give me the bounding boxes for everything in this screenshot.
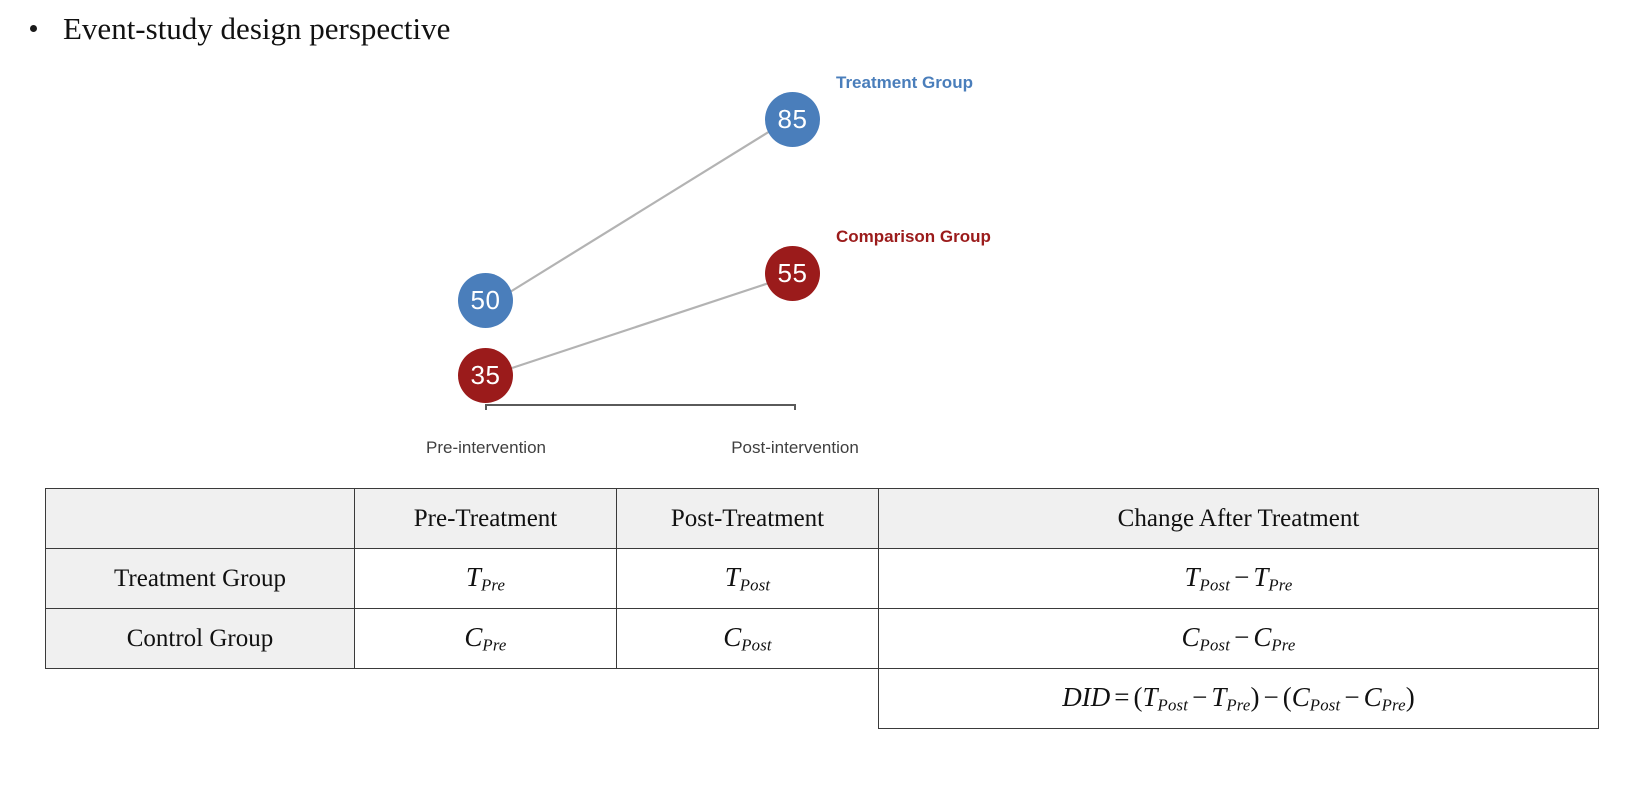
legend-comparison-group: Comparison Group — [836, 227, 991, 246]
math-did-formula: DID=(TPost−TPre)−(CPost−CPre) — [1062, 681, 1415, 715]
cell-control-post: CPost — [616, 608, 879, 669]
node-treatment-post-value: 85 — [777, 104, 808, 134]
table-header-change-after-treatment: Change After Treatment — [878, 488, 1599, 549]
row-label-treatment-group: Treatment Group — [45, 548, 355, 609]
math-control-change: CPost−CPre — [1181, 621, 1296, 655]
table-did-row: DID=(TPost−TPre)−(CPost−CPre) — [45, 668, 1599, 729]
table-header-corner — [45, 488, 355, 549]
math-treatment-post: TPost — [724, 561, 771, 595]
bullet-point-icon — [30, 25, 37, 32]
math-treatment-change: TPost−TPre — [1184, 561, 1293, 595]
chart-connectors — [485, 127, 796, 410]
treatment-connector-line — [509, 127, 776, 293]
comparison-connector-line — [511, 280, 773, 370]
table-row: Treatment Group TPre TPost TPost−TPre — [45, 548, 1599, 609]
axis-bracket — [485, 404, 796, 410]
math-control-pre: CPre — [464, 621, 507, 655]
table-row: Control Group CPre CPost CPost−CPre — [45, 608, 1599, 669]
node-comparison-post-value: 55 — [777, 258, 808, 288]
did-row-spacer-2 — [354, 668, 617, 729]
axis-label-pre-intervention: Pre-intervention — [425, 438, 546, 457]
cell-control-change: CPost−CPre — [878, 608, 1599, 669]
cell-treatment-change: TPost−TPre — [878, 548, 1599, 609]
node-comparison-pre: 35 — [458, 348, 513, 403]
cell-did-formula: DID=(TPost−TPre)−(CPost−CPre) — [878, 668, 1599, 729]
axis-label-post-intervention: Post-intervention — [731, 438, 859, 457]
math-treatment-pre: TPre — [465, 561, 506, 595]
did-row-spacer-3 — [616, 668, 879, 729]
row-label-control-group: Control Group — [45, 608, 355, 669]
node-treatment-post: 85 — [765, 92, 820, 147]
did-row-spacer-1 — [45, 668, 355, 729]
cell-treatment-pre: TPre — [354, 548, 617, 609]
table-header-post-treatment: Post-Treatment — [616, 488, 879, 549]
cell-control-pre: CPre — [354, 608, 617, 669]
legend-treatment-group: Treatment Group — [836, 73, 973, 92]
bullet-heading: Event-study design perspective — [30, 11, 451, 46]
cell-treatment-post: TPost — [616, 548, 879, 609]
math-control-post: CPost — [723, 621, 772, 655]
node-comparison-pre-value: 35 — [470, 360, 501, 390]
bullet-text: Event-study design perspective — [63, 11, 451, 46]
table-header-pre-treatment: Pre-Treatment — [354, 488, 617, 549]
node-comparison-post: 55 — [765, 246, 820, 301]
node-treatment-pre-value: 50 — [470, 285, 501, 315]
node-treatment-pre: 50 — [458, 273, 513, 328]
did-summary-table: Pre-Treatment Post-Treatment Change Afte… — [45, 488, 1599, 729]
table-header-row: Pre-Treatment Post-Treatment Change Afte… — [45, 488, 1599, 549]
event-study-chart: 85 50 55 35 Treatment Group Comparison G… — [0, 60, 1100, 470]
